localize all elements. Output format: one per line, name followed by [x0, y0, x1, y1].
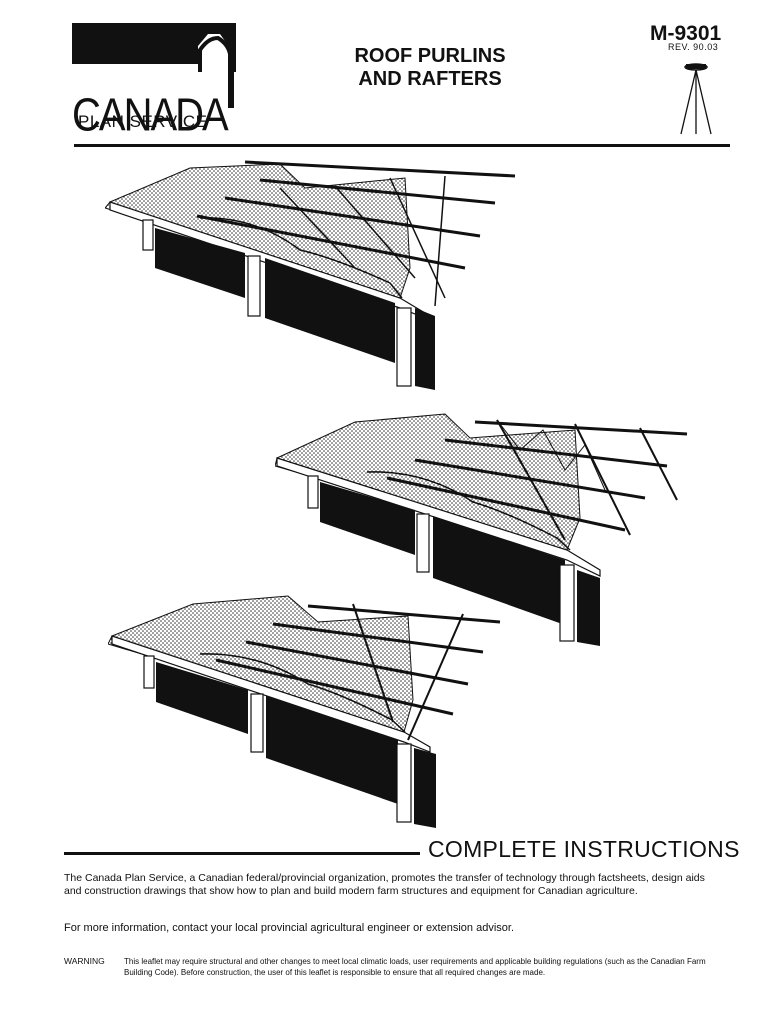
- plan-number: M-9301: [650, 22, 722, 45]
- logo-roof-icon: [72, 23, 236, 108]
- figure-roof-trusses: [275, 413, 688, 646]
- page-title: ROOF PURLINS AND RAFTERS: [330, 45, 530, 91]
- logo-subtitle: PLAN SERVICE: [78, 112, 208, 131]
- intro-paragraph: The Canada Plan Service, a Canadian fede…: [64, 872, 705, 897]
- warning-label: WARNING: [64, 956, 105, 966]
- canada-plan-service-logo: CANADA PLAN SERVICE: [72, 20, 240, 141]
- surveyor-tripod-icon: [680, 63, 712, 135]
- figure-roof-beams: [108, 595, 501, 828]
- contact-paragraph: For more information, contact your local…: [64, 922, 514, 934]
- figure-roof-rafters: [105, 160, 516, 390]
- revision-number: REV. 90.03: [668, 42, 719, 52]
- instructions-rule: [64, 852, 420, 855]
- warning-text: This leaflet may require structural and …: [124, 957, 706, 977]
- logo-brand-text: CANADA: [72, 90, 229, 141]
- complete-instructions-heading: COMPLETE INSTRUCTIONS: [428, 836, 740, 862]
- header-rule: [74, 144, 730, 147]
- title-line-2: AND RAFTERS: [358, 68, 502, 90]
- title-line-1: ROOF PURLINS: [354, 45, 506, 67]
